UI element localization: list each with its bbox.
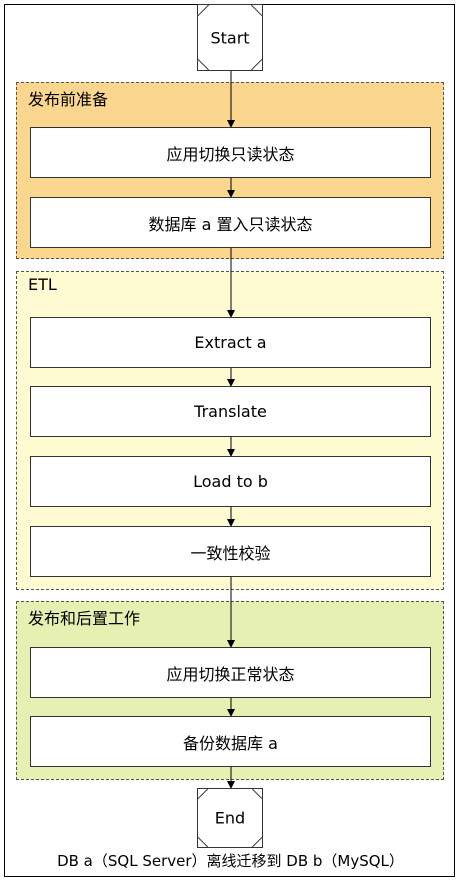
step-backup-db: 备份数据库 a (30, 716, 431, 767)
step-translate: Translate (30, 386, 431, 437)
step-app-normal: 应用切换正常状态 (30, 647, 431, 698)
section-title: 发布前准备 (28, 90, 109, 109)
step-extract: Extract a (30, 317, 431, 368)
end-label: End (214, 808, 246, 828)
section-title: ETL (28, 275, 57, 294)
corner-marks (198, 5, 262, 70)
step-db-readonly: 数据库 a 置入只读状态 (30, 197, 431, 248)
step-app-readonly: 应用切换只读状态 (30, 127, 431, 178)
diagram-caption: DB a（SQL Server）离线迁移到 DB b（MySQL） (57, 852, 404, 870)
end-node: End (197, 788, 263, 848)
start-node: Start (197, 4, 263, 71)
corner-marks (198, 789, 262, 847)
start-label: Start (210, 28, 250, 47)
section-title: 发布和后置工作 (28, 609, 141, 628)
step-consistency-check: 一致性校验 (30, 526, 431, 577)
step-load: Load to b (30, 456, 431, 507)
